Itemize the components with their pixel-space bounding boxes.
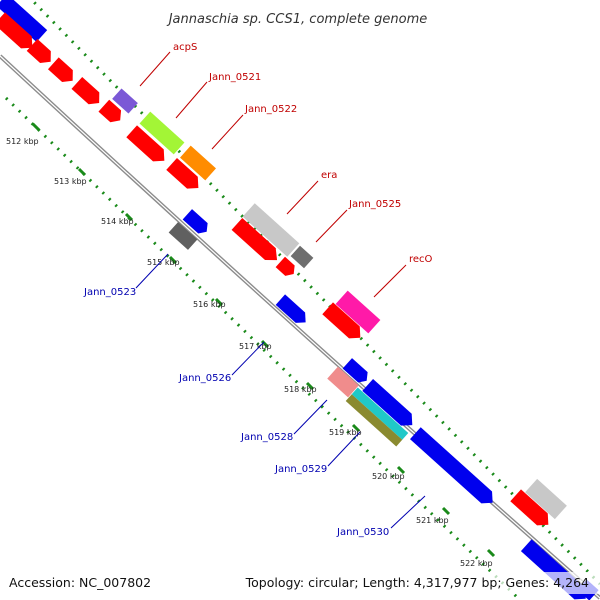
gene-label[interactable]: acpS: [173, 42, 197, 53]
tick-mark: [396, 465, 406, 475]
gene-era[interactable]: [242, 203, 300, 257]
genome-backbone: [0, 54, 600, 600]
gene-label[interactable]: Jann_0523: [83, 287, 136, 298]
tick-mark: [305, 381, 315, 391]
tick-label: 512 kbp: [6, 137, 39, 146]
gene-jann-0526[interactable]: [275, 294, 311, 327]
gene-arrow-reverse[interactable]: [362, 378, 417, 431]
tick-mark: [214, 297, 224, 307]
gene-arrow[interactable]: [47, 57, 78, 86]
gene-arrow[interactable]: [275, 256, 299, 279]
tick-label: 520 kbp: [372, 472, 405, 481]
gene-label[interactable]: Jann_0529: [274, 464, 327, 475]
gene-jann-0522[interactable]: [180, 145, 216, 181]
gene-jann-0529-lower[interactable]: [345, 394, 403, 447]
tick-labels: 512 kbp 513 kbp 514 kbp 515 kbp 516 kbp …: [6, 137, 493, 568]
gene-arrow[interactable]: [166, 158, 203, 194]
gene-arrow[interactable]: [71, 77, 104, 109]
map-title: Jannaschia sp. CCS1, complete genome: [166, 12, 428, 27]
gene-label[interactable]: era: [321, 170, 337, 181]
gene-label[interactable]: recO: [409, 254, 433, 265]
tick-mark: [168, 255, 178, 265]
tick-mark: [260, 339, 270, 349]
gene-acps[interactable]: [112, 88, 138, 114]
gene-jann-0529[interactable]: [351, 387, 409, 440]
accession-text: Accession: NC_007802: [9, 575, 151, 590]
gene-arrow[interactable]: [231, 217, 283, 266]
gene-jann-0528[interactable]: [327, 366, 359, 398]
tick-mark: [351, 423, 361, 433]
gene-jann-0523[interactable]: [168, 222, 198, 250]
gene-arrow[interactable]: [0, 12, 38, 53]
gene-label[interactable]: Jann_0521: [208, 72, 261, 83]
tick-label: 514 kbp: [101, 217, 134, 226]
label-leaders: [135, 51, 426, 529]
gene-jann-0525[interactable]: [290, 245, 314, 269]
tick-label: 515 kbp: [147, 258, 180, 267]
gene-arrow[interactable]: [510, 489, 553, 530]
tick-mark: [441, 506, 451, 516]
tick-mark: [124, 212, 134, 222]
gene-block[interactable]: [525, 478, 567, 520]
tick-mark: [486, 548, 496, 558]
gene-label[interactable]: Jann_0525: [348, 199, 401, 210]
tick-label: 517 kbp: [239, 342, 272, 351]
tick-label: 513 kbp: [54, 177, 87, 186]
footer-backdrop: [0, 572, 600, 594]
gene-label[interactable]: Jann_0526: [178, 373, 231, 384]
gene-arrow[interactable]: [126, 125, 169, 166]
gene-block[interactable]: [0, 0, 48, 43]
gene-label[interactable]: Jann_0530: [336, 527, 389, 538]
tick-mark: [77, 167, 87, 177]
gene-labels: acpS Jann_0521 Jann_0522 era Jann_0525 r…: [83, 42, 433, 538]
gene-arrow[interactable]: [26, 39, 56, 68]
tick-label: 516 kbp: [193, 300, 226, 309]
gene-reco[interactable]: [335, 290, 381, 334]
gene-arrow-reverse[interactable]: [182, 209, 212, 237]
tick-label: 518 kbp: [284, 385, 317, 394]
gene-jann-0530[interactable]: [410, 427, 498, 508]
gene-arrow-reverse[interactable]: [342, 358, 372, 386]
tick-mark: [31, 122, 41, 132]
gene-label[interactable]: Jann_0522: [244, 104, 297, 115]
major-ticks: [31, 122, 496, 558]
gene-jann-0521[interactable]: [139, 111, 185, 155]
gene-arrow[interactable]: [322, 302, 365, 343]
gene-arrow[interactable]: [98, 99, 125, 127]
gene-label[interactable]: Jann_0528: [240, 432, 293, 443]
tick-label: 521 kbp: [416, 516, 449, 525]
tick-label: 519 kbp: [329, 428, 362, 437]
tick-label: 522 kbp: [460, 559, 493, 568]
topology-text: Topology: circular; Length: 4,317,977 bp…: [245, 575, 589, 590]
